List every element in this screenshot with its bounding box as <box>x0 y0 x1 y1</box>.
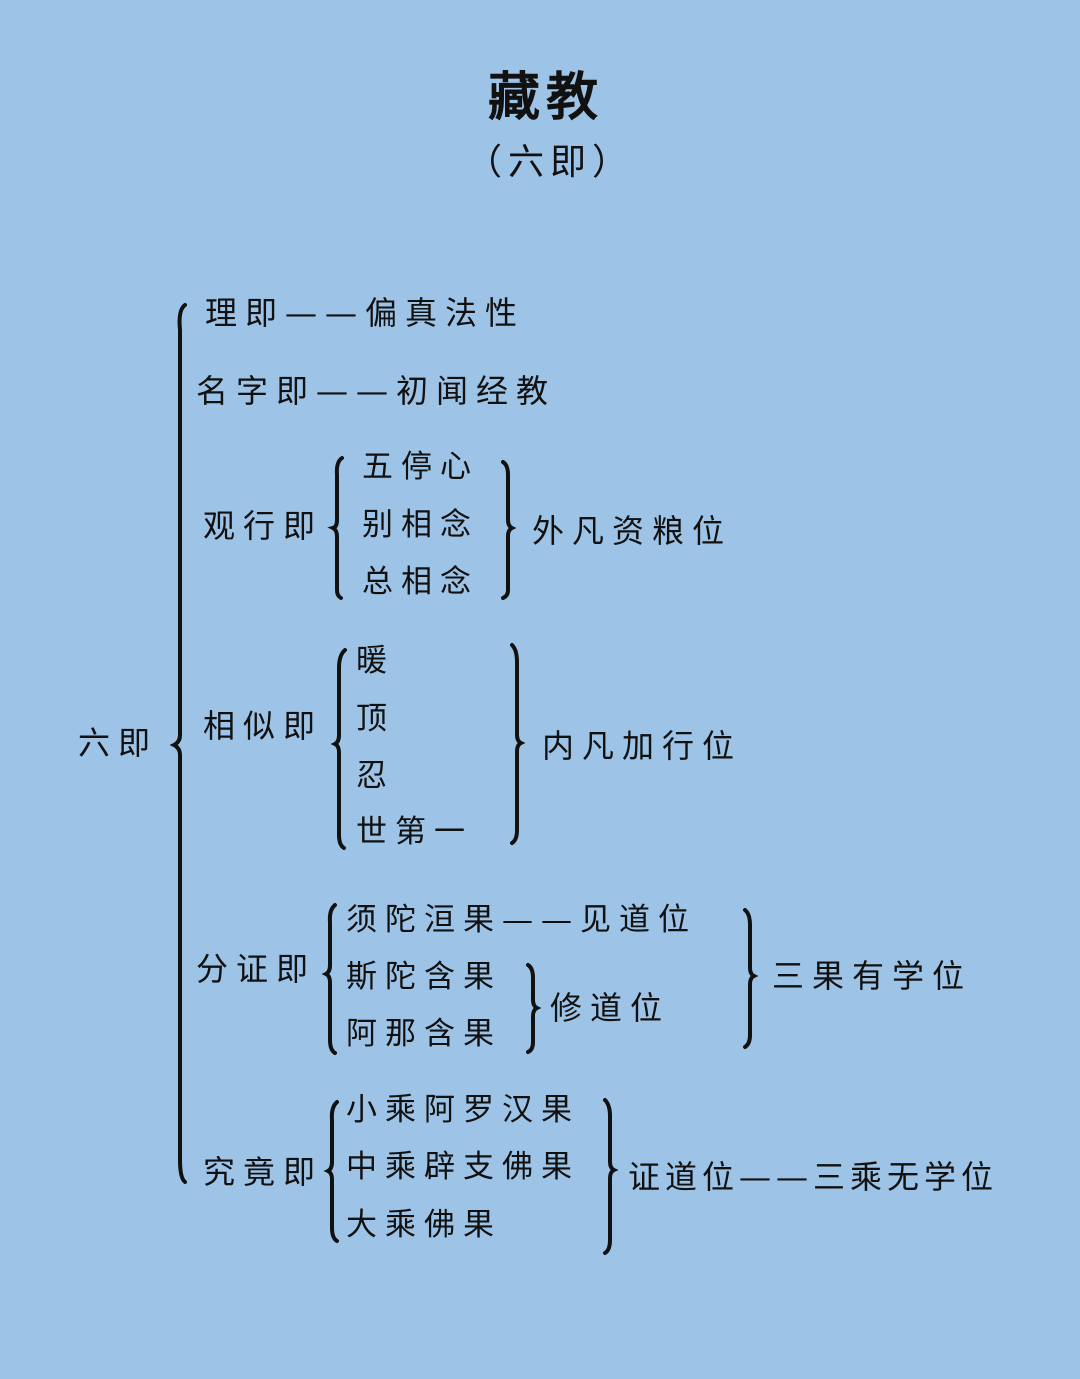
fenzheng-item: 斯陀含果 <box>346 959 502 995</box>
stage-xiangsi-ji: 相似即 <box>203 707 324 745</box>
fenzheng-item: 阿那含果 <box>346 1016 502 1052</box>
guanxing-left-brace <box>327 456 344 600</box>
jiujing-right-brace <box>603 1098 619 1255</box>
stage-guanxing-ji: 观行即 <box>203 507 324 545</box>
fenzheng-sub-result: 修道位 <box>550 989 671 1027</box>
jiujing-item: 大乘佛果 <box>346 1207 502 1243</box>
stage-jiujing-ji: 究竟即 <box>203 1153 324 1191</box>
guanxing-result: 外凡资粮位 <box>532 512 733 550</box>
jiujing-item: 小乘阿罗汉果 <box>346 1092 580 1128</box>
guanxing-item: 别相念 <box>362 507 479 543</box>
fenzheng-right-brace <box>743 908 759 1049</box>
fenzheng-left-brace <box>321 903 337 1055</box>
xiangsi-result: 内凡加行位 <box>542 727 743 765</box>
jiujing-result: 证道位——三乘无学位 <box>628 1158 999 1196</box>
xiangsi-item: 忍 <box>356 758 395 794</box>
root-brace <box>169 303 187 1184</box>
diagram-title: 藏教 <box>488 67 605 128</box>
diagram-subtitle: （六即） <box>466 142 635 183</box>
guanxing-item: 总相念 <box>362 564 479 600</box>
fenzheng-item: 须陀洹果——见道位 <box>346 902 697 938</box>
xiangsi-left-brace <box>330 648 347 850</box>
xiangsi-item: 顶 <box>356 701 395 737</box>
stage-mingzi-ji: 名字即——初闻经教 <box>196 372 557 410</box>
jiujing-item: 中乘辟支佛果 <box>346 1149 580 1185</box>
xiangsi-item: 世第一 <box>356 814 473 850</box>
fenzheng-sub-right-brace <box>526 963 542 1054</box>
guanxing-right-brace <box>501 460 517 600</box>
guanxing-item: 五停心 <box>362 449 479 485</box>
xiangsi-right-brace <box>510 643 526 845</box>
jiujing-left-brace <box>323 1100 339 1243</box>
xiangsi-item: 暖 <box>356 643 395 679</box>
stage-fenzheng-ji: 分证即 <box>196 950 317 988</box>
stage-li-ji: 理即——偏真法性 <box>205 294 526 332</box>
fenzheng-result: 三果有学位 <box>772 957 973 995</box>
root-label: 六即 <box>78 724 159 762</box>
